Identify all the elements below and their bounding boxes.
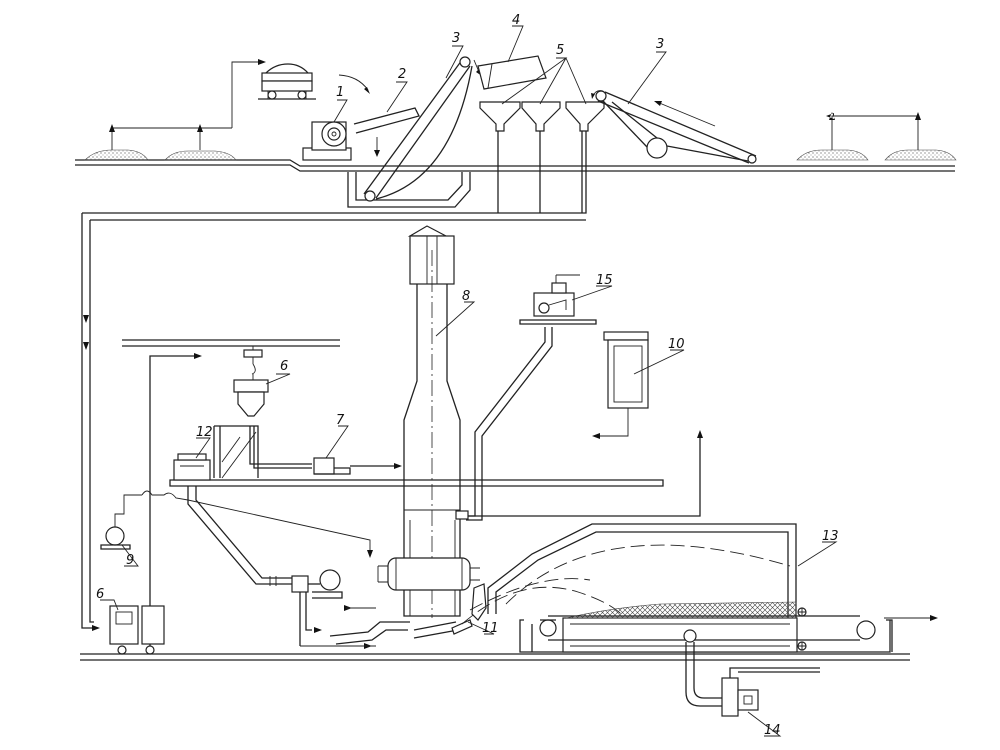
callout-11: 11 [482, 621, 499, 636]
dryer-drum [477, 55, 547, 90]
ground-line [80, 653, 910, 661]
callout-6-crane: 6 [280, 359, 288, 374]
panel-10 [592, 331, 649, 439]
kiln-hood-13 [487, 523, 797, 620]
overhead-crane-rail [122, 339, 340, 646]
upper-floor [75, 159, 955, 172]
callout-9: 9 [126, 553, 134, 568]
callout-2: 2 [398, 67, 406, 82]
leader-lines [100, 25, 838, 737]
rail-car [258, 63, 316, 100]
callout-6-cart: 6 [96, 587, 104, 602]
hoppers [479, 90, 605, 132]
callout-12: 12 [196, 425, 213, 440]
gas-duct [455, 327, 703, 521]
material-pile-right-2 [884, 149, 957, 161]
burner-housing [377, 557, 480, 591]
inclined-conveyor-right [595, 90, 757, 164]
cart-6-lower [109, 605, 165, 655]
flow-arrows-upper [109, 59, 921, 150]
callout-3-left: 3 [452, 31, 460, 46]
callout-15: 15 [596, 273, 613, 288]
callout-5: 5 [556, 43, 564, 58]
platform [169, 425, 664, 487]
callout-3-right: 3 [656, 37, 664, 52]
callout-13: 13 [822, 529, 839, 544]
hopper-outlet-pipes [82, 131, 587, 221]
air-fan-9 [100, 490, 373, 558]
hopper-line-to-pump [187, 486, 296, 586]
feeder-7 [313, 457, 402, 475]
crane-hoist [233, 346, 269, 417]
chute [338, 74, 420, 157]
inclined-conveyor-left [363, 56, 482, 202]
pit [347, 172, 471, 208]
callout-7: 7 [336, 413, 345, 428]
blower-14 [683, 629, 820, 717]
crusher [302, 121, 352, 161]
pump-unit [291, 569, 376, 649]
material-pile-left-1 [84, 149, 149, 161]
callout-4: 4 [512, 13, 520, 28]
callout-14: 14 [764, 723, 781, 738]
callout-1: 1 [336, 85, 344, 100]
fan-15 [519, 274, 597, 325]
supply-line-left [81, 213, 100, 631]
bin-12 [173, 453, 211, 481]
material-pile-left-2 [164, 150, 237, 161]
callout-8: 8 [462, 289, 470, 304]
material-pile-right-1 [796, 149, 869, 161]
callout-10: 10 [668, 337, 685, 352]
conveyor-belt-bed [519, 601, 938, 653]
